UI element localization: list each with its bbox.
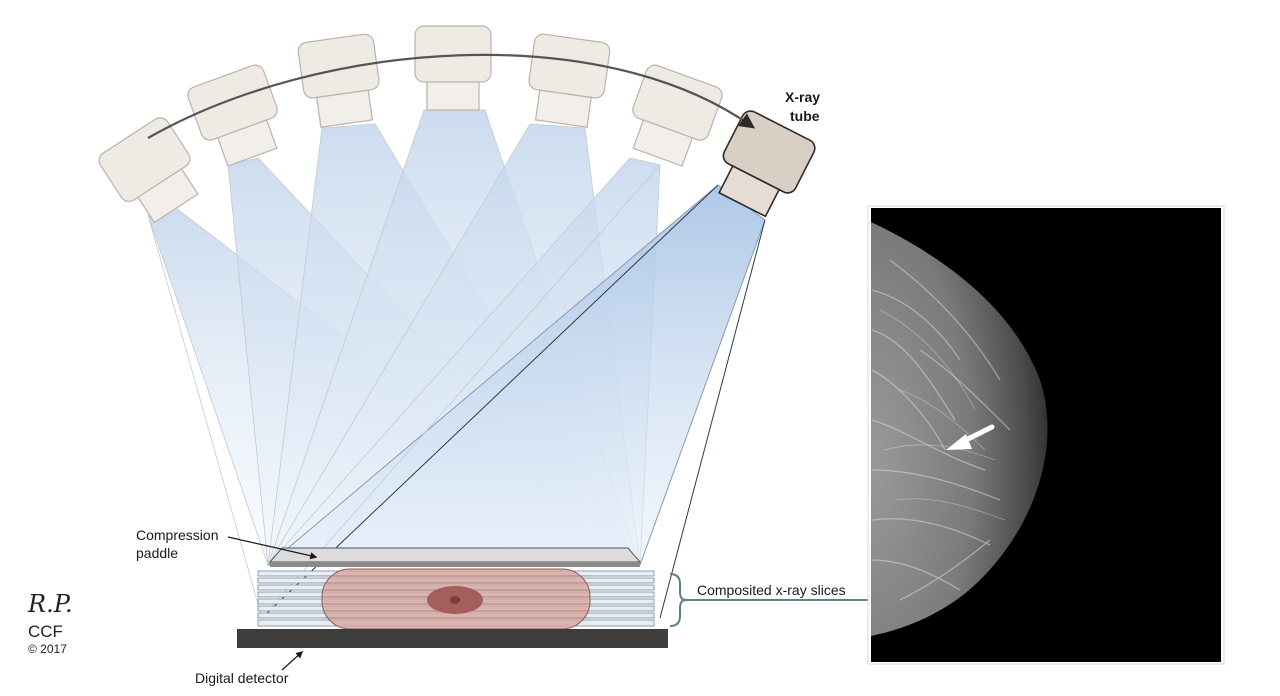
slices-bracket xyxy=(669,573,687,627)
compression-paddle-edge xyxy=(270,562,640,567)
xray-tube-head xyxy=(414,25,492,111)
label-composited-slices: Composited x-ray slices xyxy=(697,582,846,598)
xray-tube-head xyxy=(98,117,199,224)
compression-assembly xyxy=(237,547,668,648)
label-compression-paddle-line1: Compression xyxy=(136,527,218,543)
digital-detector xyxy=(237,629,668,648)
artist-signature: R.P. xyxy=(27,590,73,618)
xray-tube-head xyxy=(528,33,611,128)
lesion-arrow-icon xyxy=(946,424,995,450)
label-xray-tube-line2: tube xyxy=(790,108,820,124)
artist-credit: R.P. CCF © 2017 xyxy=(27,590,73,656)
label-digital-detector-text: Digital detector xyxy=(195,670,289,686)
xray-tube-head-active xyxy=(718,110,816,218)
compression-paddle xyxy=(268,547,642,563)
label-compression-paddle: Compression paddle xyxy=(136,527,318,561)
lesion-core xyxy=(450,596,460,604)
breast-silhouette xyxy=(871,222,1048,636)
mammogram-image xyxy=(867,205,1225,665)
xray-beams xyxy=(147,109,766,619)
label-compression-paddle-line2: paddle xyxy=(136,545,178,561)
xray-tube-head xyxy=(187,64,278,167)
detector-pointer xyxy=(281,651,304,671)
credit-org: CCF xyxy=(28,622,63,641)
xray-tube-positions xyxy=(98,25,816,224)
motion-arc-arrow xyxy=(147,53,756,139)
xray-tube-head xyxy=(297,33,380,128)
paddle-pointer xyxy=(227,536,318,560)
label-digital-detector: Digital detector xyxy=(195,651,304,686)
credit-copyright: © 2017 xyxy=(28,642,67,656)
label-xray-tube: X-ray tube xyxy=(785,89,820,124)
tissue-strands xyxy=(871,259,1011,601)
xray-tube-head xyxy=(632,64,723,167)
label-xray-tube-line1: X-ray xyxy=(785,89,820,105)
